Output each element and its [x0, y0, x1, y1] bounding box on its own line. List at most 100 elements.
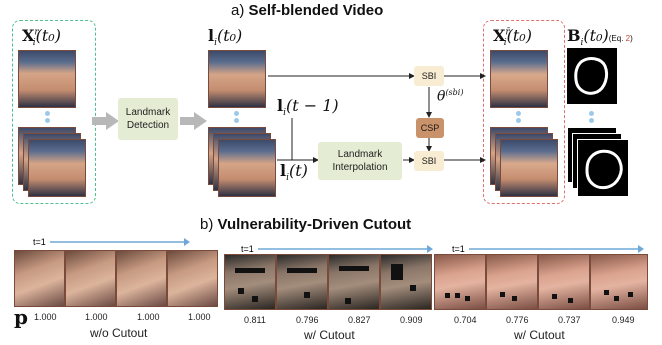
landmark-interpolation-box: Landmark Interpolation — [318, 142, 402, 180]
fake-face-image — [490, 50, 548, 108]
cutout-patch — [455, 293, 460, 298]
landmark-interpolation-label: Landmark Interpolation — [332, 149, 388, 173]
blend-mask-stack-front — [577, 139, 629, 197]
section-b-prefix: b) — [200, 216, 214, 233]
section-a-title-text: Self-blended Video — [248, 2, 384, 19]
strip-1-value: 1.000 — [137, 312, 160, 322]
fake-frames-container — [483, 20, 565, 204]
strip-3-value: 0.737 — [558, 315, 581, 325]
strip-2-time-arrow-icon — [258, 245, 433, 253]
strip-2-value: 0.796 — [296, 315, 319, 325]
cutout-patch — [552, 294, 557, 299]
real-frames-container — [12, 20, 96, 204]
cutout-patch — [339, 266, 369, 271]
strip-1-value: 1.000 — [188, 312, 211, 322]
ellipsis-dot — [45, 111, 50, 116]
strip-3-time-label: t=1 — [452, 244, 465, 254]
cutout-patch — [500, 292, 505, 297]
strip-1-value: 1.000 — [34, 312, 57, 322]
landmark-t0-label: li(t₀) — [208, 26, 243, 49]
p-symbol: p — [14, 305, 28, 329]
strip-2-frame — [380, 254, 432, 310]
landmark-t-label: li(t) — [280, 161, 308, 184]
cutout-patch — [287, 268, 317, 273]
strip-3-caption: w/ Cutout — [514, 328, 565, 342]
cutout-patch — [304, 292, 310, 298]
section-a-prefix: a) — [231, 2, 245, 19]
strip-3-value: 0.949 — [612, 315, 635, 325]
ellipsis-dot — [234, 118, 239, 123]
strip-3-frame — [538, 254, 590, 310]
gray-arrow-to-detection — [92, 112, 119, 130]
fake-face-stack-front — [500, 139, 558, 197]
ellipsis-dot — [516, 118, 521, 123]
sbi-bottom-box: SBI — [414, 151, 444, 171]
strip-3-value: 0.776 — [506, 315, 529, 325]
strip-2-frame — [224, 254, 276, 310]
landmark-detection-box: Landmark Detection — [118, 98, 178, 140]
strip-2-value: 0.827 — [348, 315, 371, 325]
strip-3-value: 0.704 — [454, 315, 477, 325]
blend-mask-image — [567, 48, 617, 104]
strip-1-caption: w/o Cutout — [90, 326, 148, 340]
cutout-patch — [512, 296, 517, 301]
landmark-face-stack-front — [218, 139, 276, 197]
ellipsis-dot — [234, 111, 239, 116]
real-face-stack-front — [28, 139, 86, 197]
sbi-bottom-label: SBI — [421, 156, 437, 166]
mask-label: Bi(t₀)(Eq. 2) — [567, 26, 633, 49]
theta-label: θ(sbi) — [437, 88, 464, 105]
cutout-patch — [465, 296, 470, 301]
strip-3-frame — [486, 254, 538, 310]
cutout-patch — [345, 298, 351, 304]
sbi-top-box: SBI — [414, 66, 444, 86]
csp-box: CSP — [416, 118, 444, 138]
gray-arrow-to-landmarks — [180, 112, 207, 130]
strip-1-frame — [116, 250, 167, 307]
real-frame-label: Xri(t₀) — [22, 26, 61, 49]
section-a-title: a) Self-blended Video — [231, 2, 383, 19]
mask-contour-icon — [574, 57, 609, 95]
mask-contour-icon — [585, 149, 623, 190]
cutout-patch — [604, 290, 609, 295]
cutout-patch — [410, 285, 416, 291]
real-face-image — [18, 50, 76, 108]
ellipsis-dot — [589, 118, 594, 123]
landmark-prev-label: li(t − 1) — [277, 96, 339, 119]
strip-2-value: 0.909 — [400, 315, 423, 325]
strip-1-frame — [65, 250, 116, 307]
cutout-patch — [391, 264, 403, 280]
strip-1-frame — [14, 250, 65, 307]
ellipsis-dot — [516, 111, 521, 116]
strip-3-time-arrow-icon — [469, 245, 644, 253]
strip-1-time-label: t=1 — [33, 237, 46, 247]
cutout-patch — [238, 288, 244, 294]
strip-2-frame — [276, 254, 328, 310]
landmark-face-image — [208, 50, 266, 108]
eq-ref: (Eq. 2) — [608, 34, 633, 43]
ellipsis-dot — [45, 118, 50, 123]
csp-label: CSP — [420, 123, 440, 133]
strip-1-value: 1.000 — [85, 312, 108, 322]
cutout-patch — [252, 296, 258, 302]
cutout-patch — [445, 293, 450, 298]
strip-1-frame — [167, 250, 218, 307]
sbi-top-label: SBI — [421, 71, 437, 81]
strip-2-time-label: t=1 — [241, 244, 254, 254]
landmark-detection-label: Landmark Detection — [125, 107, 171, 131]
cutout-patch — [235, 268, 265, 273]
cutout-patch — [614, 296, 619, 301]
strip-3-frame — [434, 254, 486, 310]
section-b-title-text: Vulnerability-Driven Cutout — [217, 216, 412, 233]
strip-2-frame — [328, 254, 380, 310]
ellipsis-dot — [589, 111, 594, 116]
strip-3-frame — [590, 254, 648, 310]
fake-frame-label: Xr̄i(t₀) — [493, 26, 532, 49]
cutout-patch — [628, 292, 633, 297]
cutout-patch — [568, 298, 573, 303]
section-b-title: b) Vulnerability-Driven Cutout — [200, 216, 411, 233]
strip-1-time-arrow-icon — [50, 238, 190, 246]
strip-2-caption: w/ Cutout — [304, 328, 355, 342]
strip-2-value: 0.811 — [244, 315, 266, 325]
